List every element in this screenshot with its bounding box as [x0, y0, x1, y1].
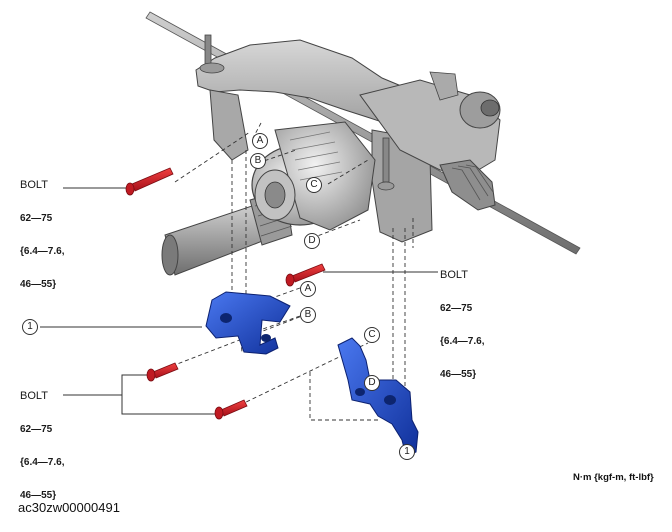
bolt-top-left — [125, 167, 174, 196]
torque-ftlbf: 46—55} — [20, 279, 57, 290]
marker-a-upper: A — [252, 133, 268, 149]
part-number-marker-left: 1 — [22, 319, 38, 335]
bolt-middle — [285, 263, 326, 287]
bolt-callout-lower-left: BOLT 62—75 {6.4—7.6, 46—55} — [20, 369, 64, 523]
torque-nm: 62—75 — [440, 303, 473, 314]
bolt-label: BOLT — [20, 390, 48, 402]
torque-kgfm: {6.4—7.6, — [20, 246, 65, 257]
bolt-callout-top-left: BOLT 62—75 {6.4—7.6, 46—55} — [20, 158, 64, 312]
torque-nm: 62—75 — [20, 424, 53, 435]
differential-housing — [251, 121, 376, 231]
image-id: ac30zw00000491 — [18, 500, 120, 515]
part-number-marker-right: 1 — [399, 444, 415, 460]
bracket-right — [337, 337, 419, 457]
steering-gear — [359, 71, 501, 211]
torque-kgfm: {6.4—7.6, — [440, 336, 485, 347]
marker-b-upper: B — [250, 153, 266, 169]
marker-a-lower: A — [300, 281, 316, 297]
marker-b-lower: B — [300, 307, 316, 323]
bolt-label: BOLT — [440, 269, 468, 281]
torque-kgfm: {6.4—7.6, — [20, 457, 65, 468]
marker-d-upper: D — [304, 233, 320, 249]
marker-c-upper: C — [306, 177, 322, 193]
torque-ftlbf: 46—55} — [440, 369, 477, 380]
leader-lines — [40, 187, 438, 445]
bolt-lower-2 — [214, 399, 248, 420]
torque-nm: 62—75 — [20, 213, 53, 224]
bolt-callout-right: BOLT 62—75 {6.4—7.6, 46—55} — [440, 248, 484, 402]
torque-ftlbf: 46—55} — [20, 490, 57, 501]
marker-c-lower: C — [364, 327, 380, 343]
bolt-lower-1 — [146, 362, 179, 382]
crossmember-frame — [195, 34, 471, 243]
marker-d-lower: D — [364, 375, 380, 391]
bolt-label: BOLT — [20, 179, 48, 191]
torque-units-note: N·m {kgf-m, ft-lbf} — [573, 472, 654, 483]
bracket-left — [205, 291, 291, 355]
